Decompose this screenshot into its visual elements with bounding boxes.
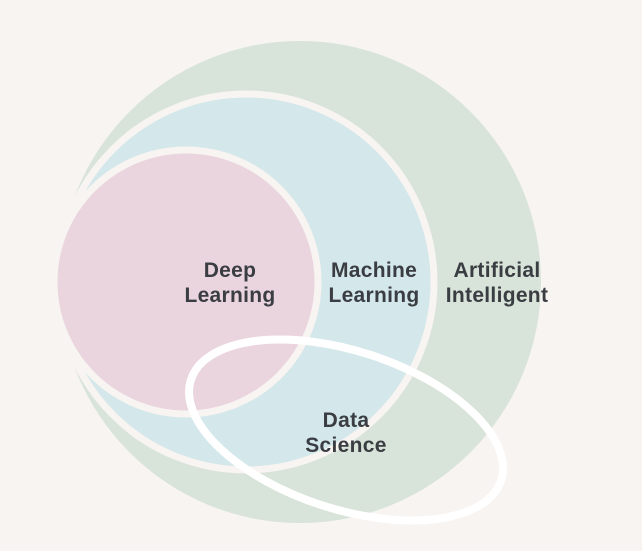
deep-learning-label-line1: Deep [203, 259, 257, 282]
artificial-intelligent-label: Artificial Intelligent [437, 258, 557, 308]
artificial-intelligent-label-line1: Artificial [453, 259, 541, 282]
data-science-label-line2: Science [305, 434, 387, 457]
deep-learning-label-line2: Learning [184, 284, 276, 307]
artificial-intelligent-label-line2: Intelligent [445, 284, 549, 307]
data-science-label: Data Science [291, 408, 401, 458]
machine-learning-label: Machine Learning [319, 258, 429, 308]
deep-learning-circle [50, 146, 322, 418]
data-science-label-line1: Data [322, 409, 370, 432]
machine-learning-label-line1: Machine [330, 259, 418, 282]
data-science-ellipse [185, 335, 507, 525]
deep-learning-label: Deep Learning [175, 258, 285, 308]
machine-learning-label-line2: Learning [328, 284, 420, 307]
